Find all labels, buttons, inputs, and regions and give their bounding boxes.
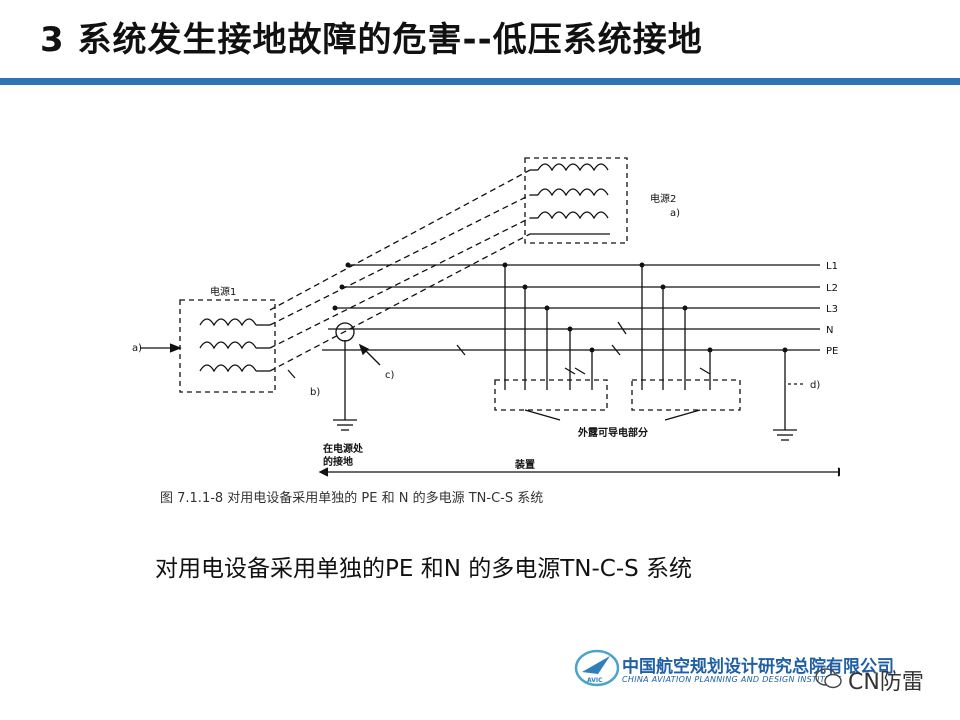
label-marker-b: b) (310, 387, 320, 398)
source2-coil-3 (537, 211, 609, 220)
source1-coil-1 (199, 318, 257, 327)
device2-enclosure (631, 379, 741, 411)
label-l2: L2 (826, 283, 838, 294)
label-source2: 电源2 (650, 192, 676, 205)
source2-box (524, 157, 628, 244)
device1-enclosure (494, 379, 608, 411)
label-marker-a2: a) (670, 208, 680, 219)
label-ground-2: 的接地 (323, 455, 353, 468)
label-marker-a1: a) (132, 343, 142, 354)
figure-caption: 图 7.1.1-8 对用电设备采用单独的 PE 和 N 的多电源 TN-C-S … (160, 490, 543, 506)
label-device: 装置 (514, 458, 535, 471)
label-l1: L1 (826, 261, 838, 272)
tn-c-s-diagram: L1 L2 L3 N PE 电源1 电源2 a) a) b) c) d) 在电源… (132, 157, 840, 506)
watermark-text: CN防雷 (848, 670, 924, 695)
slide-title: 3 系统发生接地故障的危害--低压系统接地 (40, 20, 703, 60)
source1-coil-2 (199, 341, 257, 350)
label-marker-d: d) (810, 380, 820, 391)
wechat-icon (815, 668, 842, 689)
logo-text: AVIC (587, 677, 603, 684)
label-exposed-parts: 外露可导电部分 (577, 426, 648, 439)
source1-coil-3 (199, 364, 257, 373)
source2-coil-2 (537, 188, 609, 197)
source2-coil-1 (537, 163, 609, 172)
company-name-en: CHINA AVIATION PLANNING AND DESIGN INSTI… (622, 675, 842, 684)
title-divider-bar (0, 78, 960, 85)
label-l3: L3 (826, 304, 838, 315)
company-name-cn: 中国航空规划设计研究总院有限公司 (622, 657, 894, 677)
source1-box (179, 299, 276, 393)
label-source1: 电源1 (210, 285, 236, 298)
slide-caption: 对用电设备采用单独的PE 和N 的多电源TN-C-S 系统 (155, 556, 693, 582)
label-marker-c: c) (385, 370, 394, 381)
label-ground-1: 在电源处 (323, 442, 364, 455)
label-pe: PE (826, 346, 838, 357)
label-n: N (826, 325, 833, 336)
company-logo-icon: AVIC (574, 649, 620, 687)
